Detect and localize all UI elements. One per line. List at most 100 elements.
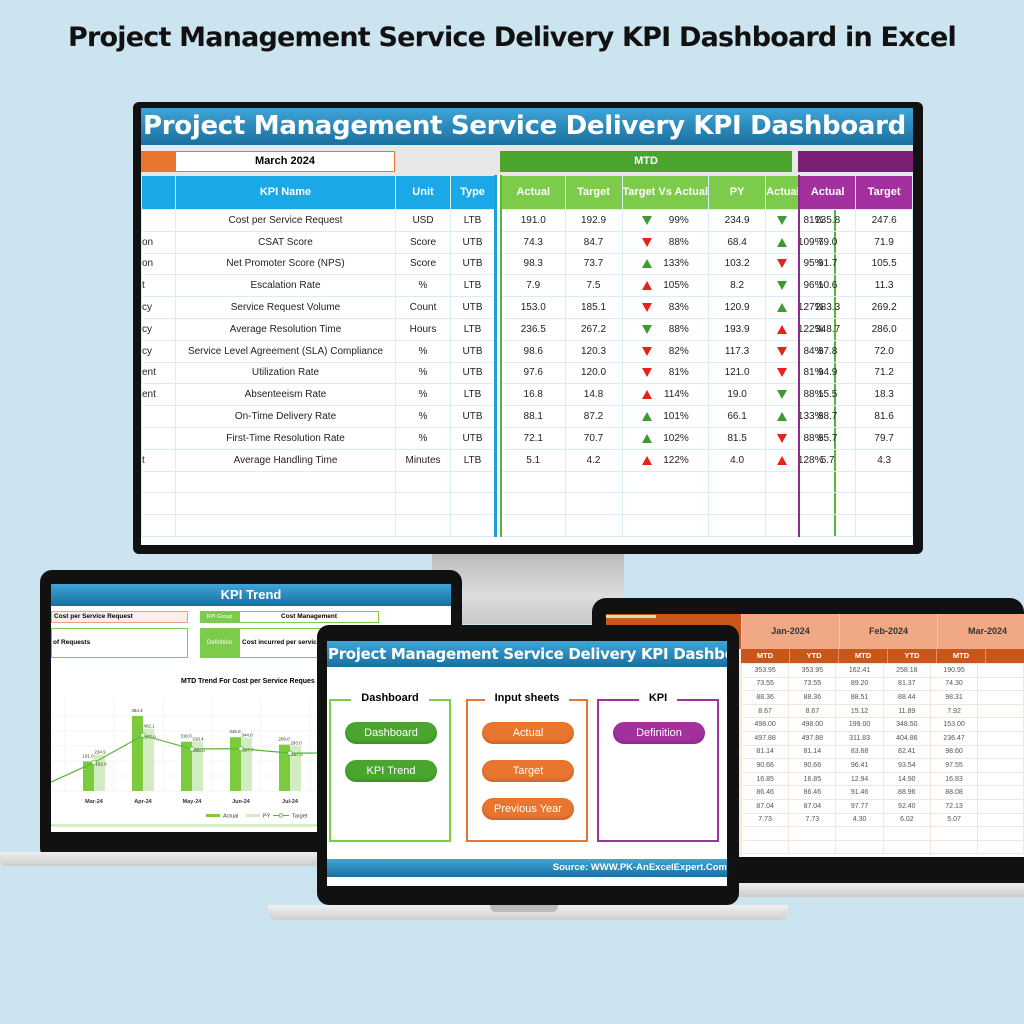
py-cell: 193.9 xyxy=(708,317,767,341)
data-cell xyxy=(977,758,1024,773)
bar-actual xyxy=(279,744,290,791)
arrow-up-icon xyxy=(641,281,652,291)
kpi-group-cell: cy xyxy=(141,296,176,319)
data-cell xyxy=(882,826,931,841)
data-cell: 88.08 xyxy=(929,785,979,800)
previous-year-button[interactable]: Previous Year xyxy=(482,798,574,820)
month-select[interactable]: March 2024 xyxy=(175,151,395,172)
unit-cell: Minutes xyxy=(395,448,451,472)
arrow-up-icon xyxy=(776,411,787,421)
kpi-group-cell: cy xyxy=(141,317,176,341)
svg-text:402.1: 402.1 xyxy=(143,724,155,729)
svg-text:484.4: 484.4 xyxy=(131,708,143,713)
ytd-actual-cell: 235.8 xyxy=(798,209,857,232)
ytd-actual-cell: 94.9 xyxy=(798,361,857,385)
bar-actual xyxy=(181,741,192,791)
data-cell: 92.40 xyxy=(882,798,931,814)
unit-cell xyxy=(395,514,451,537)
data-cell: 87.04 xyxy=(788,798,837,814)
kpi-trend-button[interactable]: KPI Trend xyxy=(345,760,437,782)
kpi-name-cell: Escalation Rate xyxy=(175,274,396,298)
kpi-group-cell: ent xyxy=(141,383,176,407)
mtd-target-cell: 14.8 xyxy=(564,383,623,407)
definition-label: Definition xyxy=(200,628,239,658)
arrow-up-icon xyxy=(641,433,652,443)
data-cell: 14.90 xyxy=(882,771,931,787)
data-cell xyxy=(740,839,790,855)
table-row xyxy=(141,514,496,537)
mtd-actual-cell: 191.0 xyxy=(500,209,566,232)
col-header-mtd-actual: Actual xyxy=(500,175,566,210)
mtd-actual-cell: 7.9 xyxy=(500,274,566,298)
unit-cell: Count xyxy=(395,296,451,319)
unit-cell xyxy=(395,492,451,516)
kpi-group-cell: on xyxy=(141,252,176,276)
target-vs-actual-cell xyxy=(621,470,710,494)
kpi-name-select[interactable]: Cost per Service Request xyxy=(51,611,188,623)
mtd-actual-cell xyxy=(500,514,566,537)
data-cell xyxy=(977,812,1024,828)
dashboard-button[interactable]: Dashboard xyxy=(345,722,437,744)
data-cell: 258.18 xyxy=(882,663,931,678)
col-header-target-vs-actual: Target Vs Actual xyxy=(621,175,710,210)
kpi-name-cell xyxy=(175,470,396,494)
target-vs-actual-cell: 83% xyxy=(621,296,710,319)
ytd-actual-cell: 91.7 xyxy=(798,252,857,276)
data-cell: 98.60 xyxy=(929,744,979,760)
col-header-kpi-name: KPI Name xyxy=(175,175,396,210)
arrow-up-icon xyxy=(776,302,787,312)
py-cell xyxy=(708,470,767,494)
bar-actual xyxy=(230,737,241,791)
data-cell xyxy=(835,826,884,841)
target-vs-actual-cell: 133% xyxy=(621,252,710,276)
mtd-actual-cell: 88.1 xyxy=(500,405,566,428)
target-vs-actual-cell: 81% xyxy=(621,361,710,385)
kpi-group-cell: cy xyxy=(141,339,176,363)
data-cell xyxy=(882,839,931,855)
ytd-actual-cell: 283.3 xyxy=(798,296,857,319)
data-cell: 16.83 xyxy=(929,771,979,787)
month-header-feb: Feb-2024 xyxy=(839,614,937,649)
definition-button[interactable]: Definition xyxy=(613,722,705,744)
ytd-target-cell: 286.0 xyxy=(855,317,913,341)
mtd-target-cell: 70.7 xyxy=(564,426,623,450)
mtd-actual-cell: 153.0 xyxy=(500,296,566,319)
dashboard-title: Project Management Service Delivery KPI … xyxy=(141,108,913,145)
dashboard-group: Dashboard Dashboard KPI Trend xyxy=(329,692,451,842)
bar-actual xyxy=(132,715,143,791)
svg-text:Target: Target xyxy=(292,814,308,820)
data-cell: 311.83 xyxy=(835,730,884,746)
ytd-target-cell: 269.2 xyxy=(855,296,913,319)
kpi-name-cell: Service Request Volume xyxy=(175,296,396,319)
target-vs-actual-cell: 114% xyxy=(621,383,710,407)
data-cell: 7.92 xyxy=(929,703,979,719)
svg-text:Jul-24: Jul-24 xyxy=(282,799,299,805)
data-cell: 5.07 xyxy=(929,812,979,828)
kpi-name-cell: CSAT Score xyxy=(175,230,396,254)
table-row xyxy=(740,839,1024,855)
data-cell xyxy=(740,826,790,841)
data-cell: 88.36 xyxy=(740,690,790,705)
py-cell: 4.0 xyxy=(708,448,767,472)
data-cell: 4.30 xyxy=(835,812,884,828)
data-cell: 7.73 xyxy=(788,812,837,828)
data-cell: 86.46 xyxy=(788,785,837,800)
month-header-mar: Mar-2024 xyxy=(937,614,1024,649)
laptop-base xyxy=(268,905,788,920)
arrow-down-icon xyxy=(641,324,652,334)
svg-text:344.8: 344.8 xyxy=(241,733,253,738)
target-vs-actual-cell: 122% xyxy=(621,448,710,472)
svg-text:318.4: 318.4 xyxy=(192,737,204,742)
page-title: Project Management Service Delivery KPI … xyxy=(68,22,957,53)
target-button[interactable]: Target xyxy=(482,760,574,782)
actual-button[interactable]: Actual xyxy=(482,722,574,744)
